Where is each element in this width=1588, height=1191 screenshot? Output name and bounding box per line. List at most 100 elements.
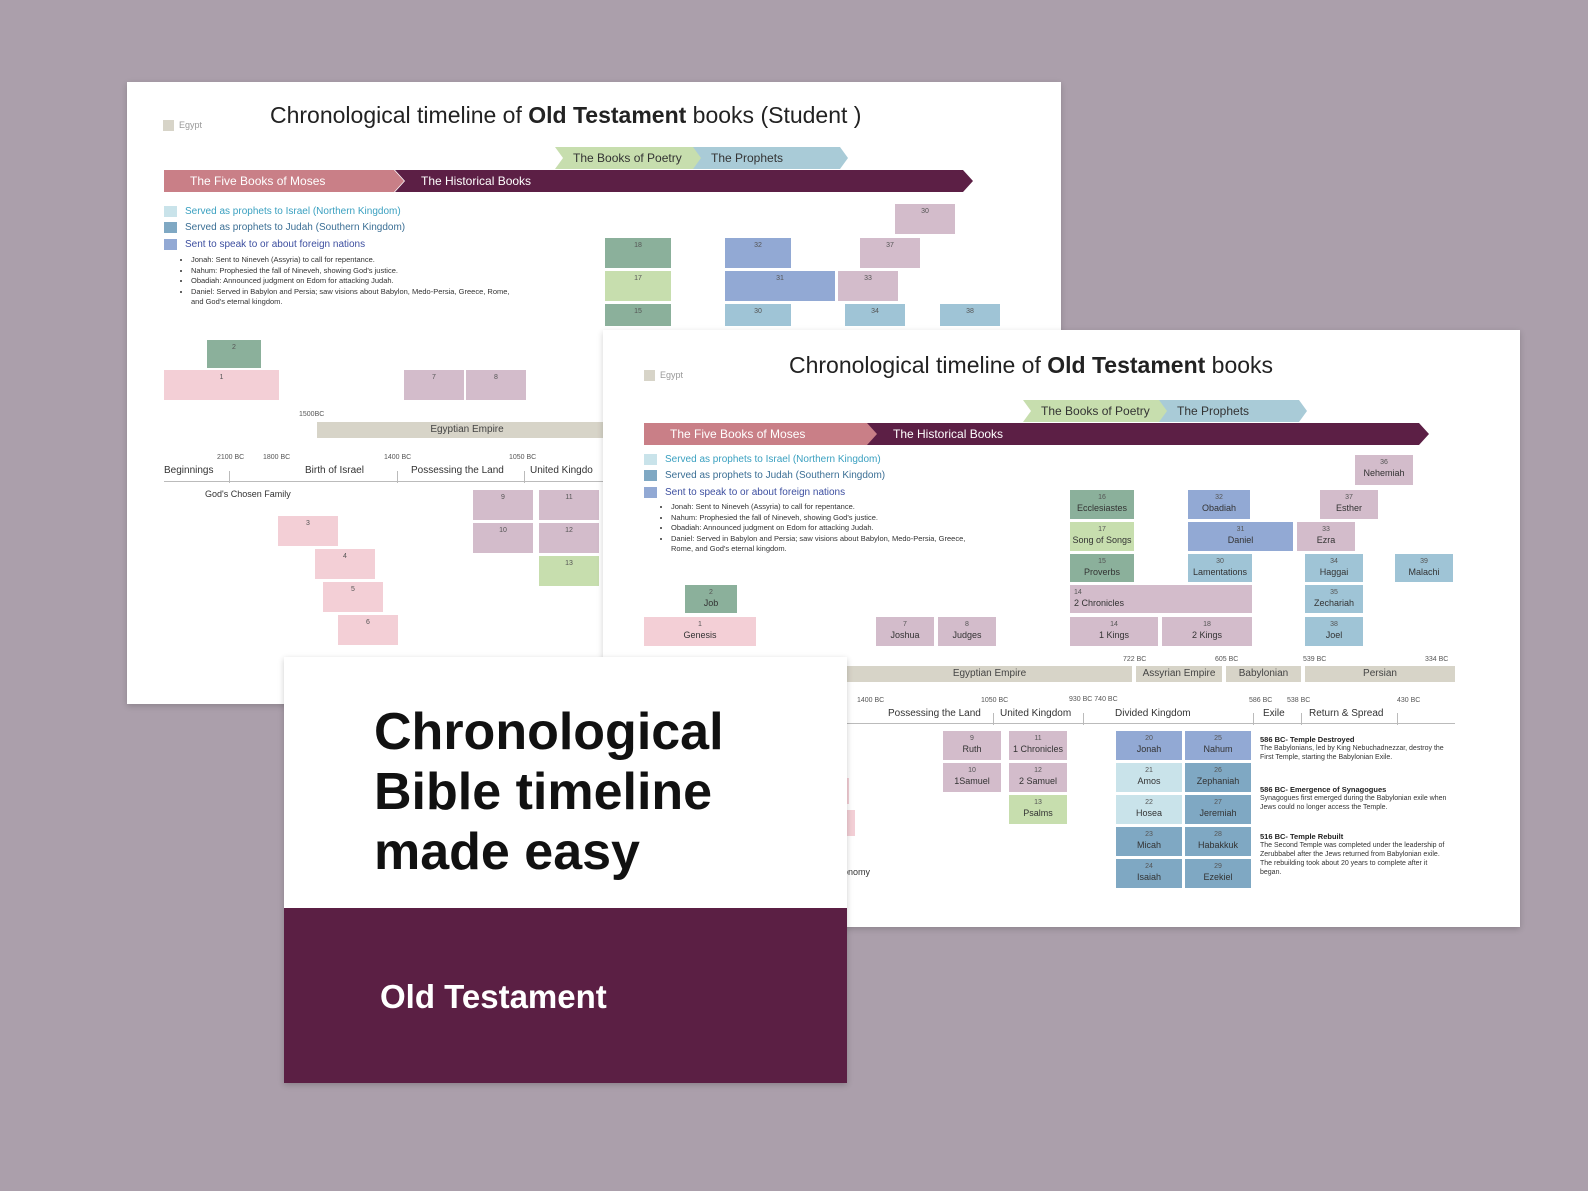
year-label: 430 BC — [1397, 697, 1421, 704]
tick — [993, 713, 994, 725]
book-block: 38 — [940, 304, 1000, 326]
year-label: 1500BC — [299, 411, 325, 418]
tick — [1253, 713, 1254, 725]
timeline-rule — [847, 723, 1455, 724]
tick — [524, 471, 525, 483]
era-exile: Exile — [1263, 708, 1285, 719]
timeline-rule — [164, 481, 604, 482]
era-united-kingdom: United Kingdom — [1000, 708, 1072, 719]
year-label: 1050 BC — [509, 454, 537, 461]
book-block: 6 — [338, 615, 398, 645]
tick — [1083, 713, 1084, 725]
banner-historical: The Historical Books — [867, 423, 1429, 445]
tick — [229, 471, 230, 483]
cover-title: Chronological Bible timeline made easy — [374, 703, 724, 881]
sheet-title: Chronological timeline of Old Testament … — [270, 102, 862, 128]
egypt-legend: Egypt — [163, 120, 202, 132]
tick — [1397, 713, 1398, 725]
tick — [1301, 713, 1302, 725]
era-possessing-land: Possessing the Land — [411, 465, 504, 476]
cover-card: Chronological Bible timeline made easy O… — [284, 657, 847, 1083]
book-block: 15 — [605, 304, 671, 326]
book-block: 4 — [315, 549, 375, 579]
egypt-legend: Egypt — [644, 370, 683, 382]
era-bar-egyptian: Egyptian Empire — [317, 422, 617, 438]
book-block: 1 — [164, 370, 279, 400]
book-block: 32 — [725, 238, 791, 268]
book-block: 33 — [838, 271, 898, 301]
tick — [397, 471, 398, 483]
year-label: 1800 BC — [263, 454, 291, 461]
era-bar-babylonian: Babylonian — [1226, 666, 1301, 682]
year-label: 538 BC — [1287, 697, 1311, 704]
banner-moses: The Five Books of Moses — [164, 170, 404, 192]
book-block: 31 — [725, 271, 835, 301]
book-block: 17 — [605, 271, 671, 301]
era-bar-persian: Persian — [1305, 666, 1455, 682]
year-label: 1400 BC — [384, 454, 412, 461]
year-label: 1400 BC — [857, 697, 885, 704]
banner-historical: The Historical Books — [395, 170, 973, 192]
banner-prophets: The Prophets — [693, 147, 848, 169]
banner-poetry: The Books of Poetry — [555, 147, 703, 169]
book-block: 2 — [207, 340, 261, 368]
year-label: 605 BC — [1215, 656, 1239, 663]
cover-band: Old Testament — [284, 908, 847, 1083]
year-label: 539 BC — [1303, 656, 1327, 663]
prophet-notes: Jonah: Sent to Nineveh (Assyria) to call… — [181, 255, 521, 308]
cover-subtitle: Old Testament — [380, 978, 607, 1015]
era-birth-of-israel: Birth of Israel — [305, 465, 364, 476]
book-block: 30 — [725, 304, 791, 326]
book-block: 10 — [473, 523, 533, 553]
year-label: 1050 BC — [981, 697, 1009, 704]
book-block: 12 — [539, 523, 599, 553]
year-label: 930 BC 740 BC — [1069, 696, 1118, 703]
year-label: 334 BC — [1425, 656, 1449, 663]
year-label: 586 BC — [1249, 697, 1273, 704]
era-label-partial: onomy — [843, 867, 871, 877]
book-block: 30 — [895, 204, 955, 234]
era-return-spread: Return & Spread — [1309, 708, 1384, 719]
legend-foreign: Sent to speak to or about foreign nation… — [164, 239, 365, 250]
book-block: 8 — [466, 370, 526, 400]
era-gods-chosen-family: God's Chosen Family — [205, 489, 291, 499]
book-block: 3 — [278, 516, 338, 546]
legend-foreign: Sent to speak to or about foreign nation… — [644, 487, 845, 498]
book-block: 11 — [539, 490, 599, 520]
book-block: 18 — [605, 238, 671, 268]
year-label: 722 BC — [1123, 656, 1147, 663]
legend-israel: Served as prophets to Israel (Northern K… — [644, 454, 881, 465]
sheet-title: Chronological timeline of Old Testament … — [789, 352, 1274, 378]
book-block: 7 — [404, 370, 464, 400]
legend-israel: Served as prophets to Israel (Northern K… — [164, 206, 401, 217]
banner-moses: The Five Books of Moses — [644, 423, 880, 445]
banner-prophets: The Prophets — [1159, 400, 1307, 422]
era-beginnings: Beginnings — [164, 465, 214, 476]
legend-judah: Served as prophets to Judah (Southern Ki… — [644, 470, 885, 481]
era-possessing-land: Possessing the Land — [888, 708, 981, 719]
